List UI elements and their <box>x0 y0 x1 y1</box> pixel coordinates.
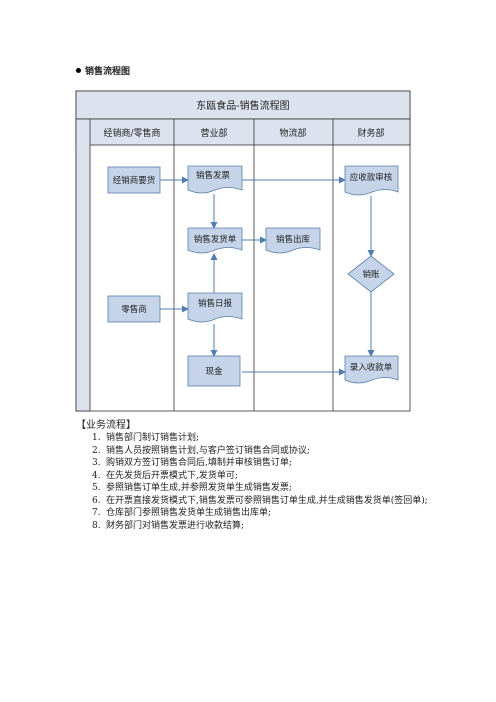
section-title: 销售流程图 <box>85 67 131 77</box>
node-dealer-order <box>107 166 161 194</box>
process-title: 【业务流程】 <box>76 420 136 431</box>
node-daily-report <box>187 292 243 323</box>
node-receivable-review-label: 应收款审核 <box>350 172 393 183</box>
node-record-receipt <box>344 355 399 384</box>
diagram-title: 东瓯食品-销售流程图 <box>196 99 289 112</box>
process-step: 5.参照销售订单生成,并参照发货单生成销售发票; <box>92 483 292 493</box>
node-cash <box>187 355 241 387</box>
node-write-off-label: 销账 <box>362 269 380 280</box>
process-step: 7.仓库部门参照销售发货单生成销售出库单; <box>92 508 272 518</box>
diagram-title-bar <box>75 90 411 120</box>
node-retailer <box>107 295 161 323</box>
node-retailer-label: 零售商 <box>121 304 147 315</box>
node-sales-outbound <box>265 227 321 254</box>
node-receivable-review <box>344 165 399 196</box>
lane-header-sales: 营业部 <box>200 127 227 139</box>
left-margin-column <box>75 118 91 412</box>
process-step: 3.购销双方签订销售合同后,填制并审核销售订单; <box>92 458 292 468</box>
process-step: 1.销售部门制订销售计划; <box>92 433 200 443</box>
node-sales-invoice-label: 销售发票 <box>196 170 231 181</box>
section-heading: 销售流程图 <box>76 64 130 77</box>
node-write-off <box>347 255 395 293</box>
lane-header-finance: 财务部 <box>357 127 384 139</box>
process-step: 6.在开票直接发货模式下,销售发票可参照销售订单生成,并生成销售发货单(签回单)… <box>92 495 428 506</box>
process-steps: 1.销售部门制订销售计划; 2.销售人员按照销售计划,与客户签订销售合同或协议;… <box>92 432 432 532</box>
process-step: 8.财务部门对销售发票进行收款结算; <box>92 520 245 531</box>
node-dealer-order-label: 经销商要货 <box>113 175 156 186</box>
lane-header-dealer: 经销商/零售商 <box>103 127 160 139</box>
node-sales-invoice <box>187 165 243 194</box>
bullet-icon <box>76 68 81 73</box>
lane-header-logistics: 物流部 <box>279 127 306 139</box>
process-step: 4.在先发货后开票模式下,发货单可; <box>92 470 238 481</box>
node-cash-label: 现金 <box>205 366 223 377</box>
process-step: 2.销售人员按照销售计划,与客户签订销售合同或协议; <box>92 445 310 456</box>
node-sales-delivery-label: 销售发货单 <box>194 234 237 245</box>
node-sales-delivery <box>187 227 243 254</box>
node-daily-report-label: 销售日报 <box>198 298 233 309</box>
node-record-receipt-label: 录入收款单 <box>350 362 393 373</box>
node-sales-outbound-label: 销售出库 <box>276 234 311 245</box>
